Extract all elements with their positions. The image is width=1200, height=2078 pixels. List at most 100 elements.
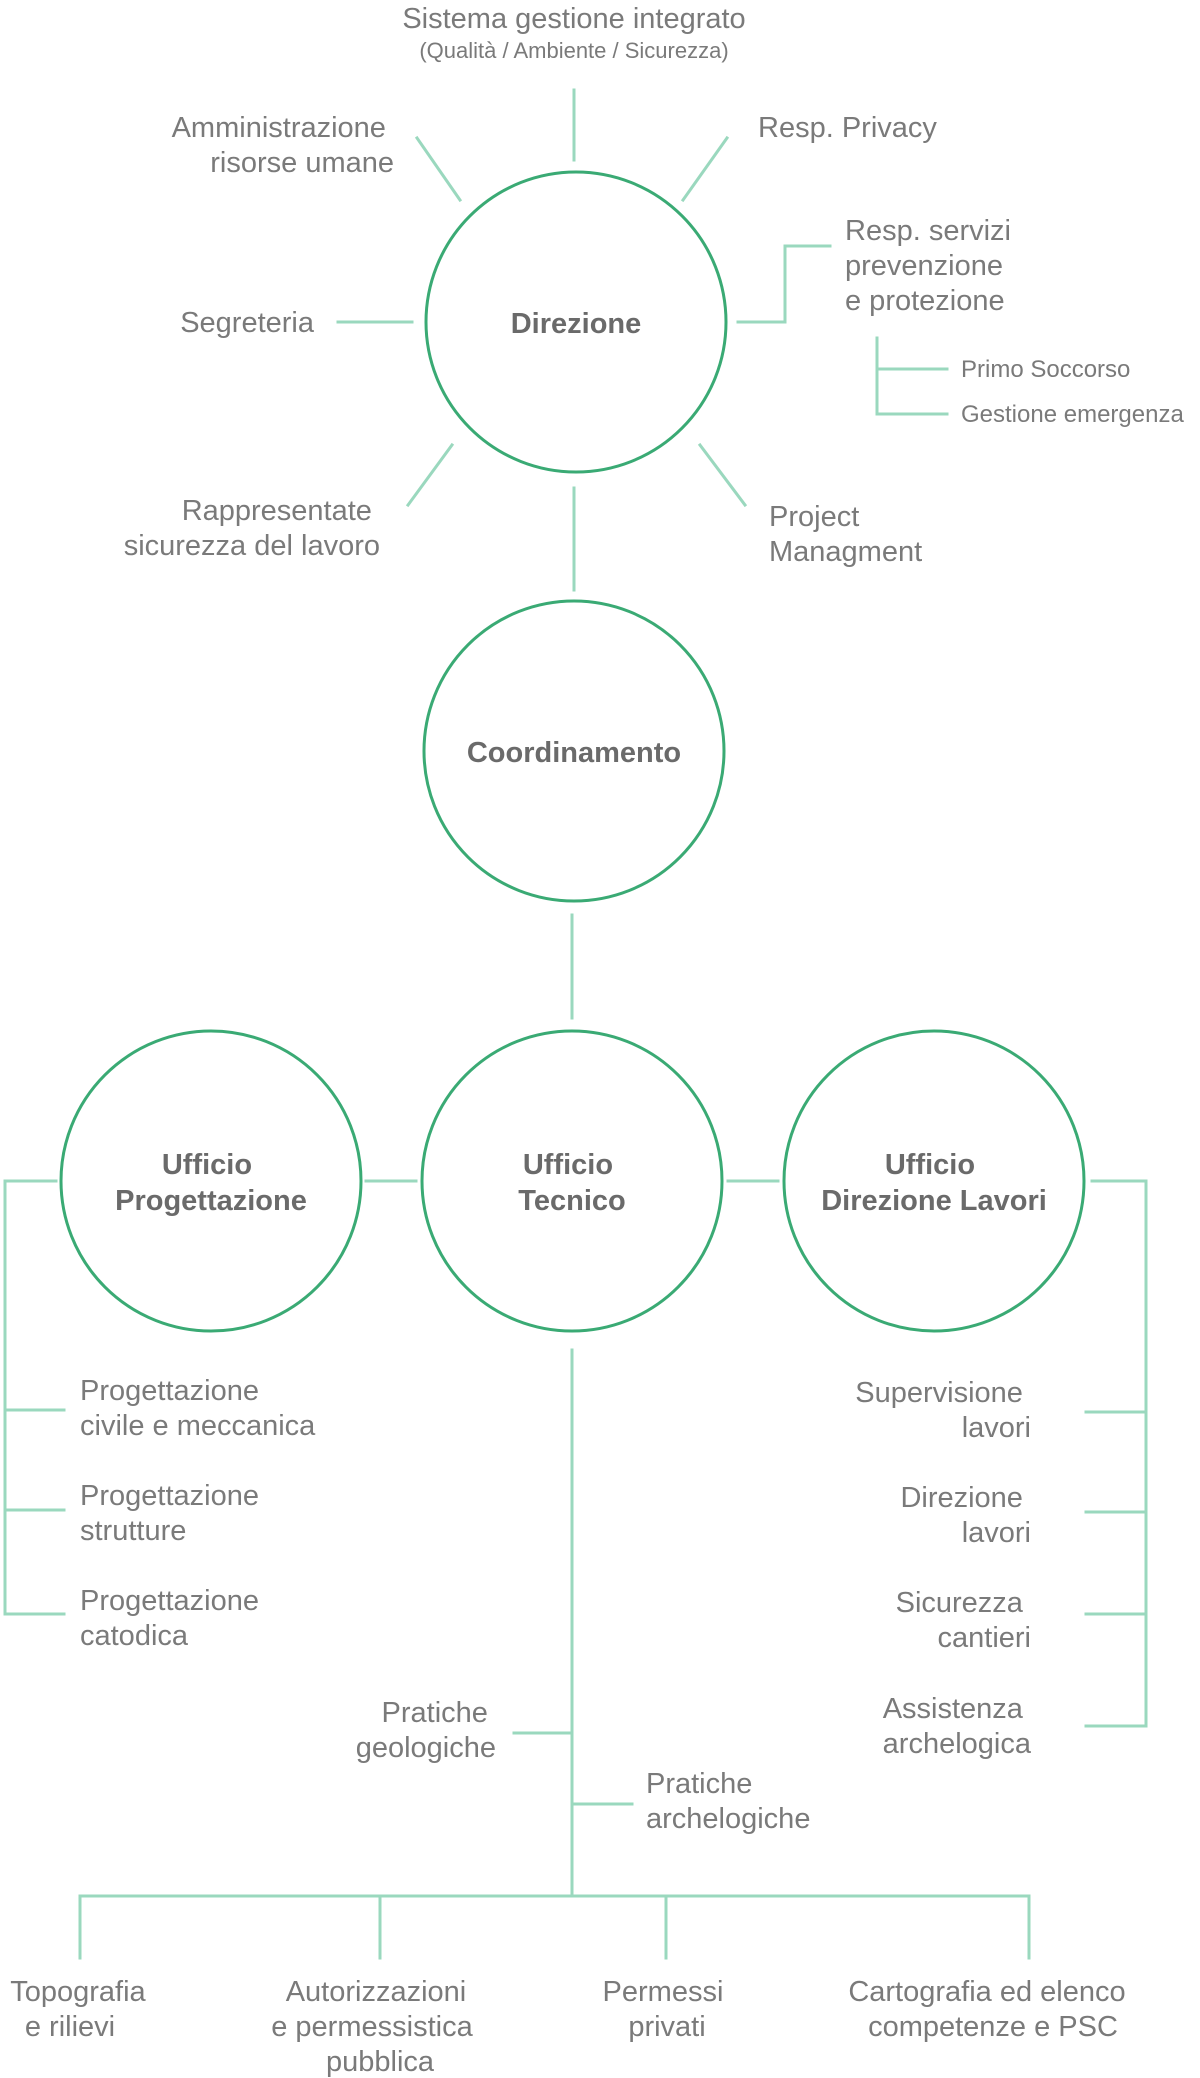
direzione-lavori-item-2: Direzione lavori xyxy=(900,1482,1031,1549)
bottom-item-2-line-1: Autorizzazioni xyxy=(286,1976,467,2008)
node-direzione: Direzione xyxy=(424,170,728,474)
bottom-item-3-line-1: Permessi xyxy=(603,1976,724,2008)
tecnico-circle xyxy=(420,1029,724,1333)
bottom-bar xyxy=(78,1894,1031,1960)
privacy-label-line-1: Resp. Privacy xyxy=(758,112,937,144)
bottom-item-1: Topografia e rilievi xyxy=(10,1976,154,2043)
bottom-item-2: Autorizzazioni e permessistica pubblica xyxy=(271,1976,481,2078)
progettazione-item-2: Progettazione strutture xyxy=(80,1480,267,1547)
node-progettazione: Ufficio Progettazione xyxy=(59,1029,363,1333)
rspp-label-line-1: Resp. servizi xyxy=(845,215,1011,247)
direzione-circle xyxy=(424,170,728,474)
amministrazione-label-line-1: Amministrazione xyxy=(172,112,386,144)
sistema-label-line-1: Sistema gestione integrato xyxy=(402,3,745,35)
tecnico-item-archelogiche-line-2: archelogiche xyxy=(646,1803,810,1835)
rspp-label-line-2: prevenzione xyxy=(845,250,1003,282)
bottom-item-1-line-1: Topografia xyxy=(10,1976,146,2008)
tecnico-item-geologiche: Pratiche geologiche xyxy=(356,1697,496,1764)
tecnico-label: Ufficio Tecnico xyxy=(518,1149,625,1217)
project-label-line-2: Managment xyxy=(769,536,922,568)
progettazione-item-3: Progettazione catodica xyxy=(80,1585,267,1652)
bottom-item-4: Cartografia ed elenco competenze e PSC xyxy=(848,1976,1133,2043)
progettazione-label: Ufficio Progettazione xyxy=(115,1149,307,1217)
progettazione-item-1: Progettazione civile e meccanica xyxy=(80,1375,316,1442)
direzione-lavori-item-1: Supervisione lavori xyxy=(855,1377,1031,1444)
segreteria-label: Segreteria xyxy=(180,307,315,339)
bracket-dl-main xyxy=(1084,1179,1148,1728)
coordinamento-circle xyxy=(422,599,726,903)
progettazione-item-2-line-2: strutture xyxy=(80,1515,186,1547)
project-label: Project Managment xyxy=(769,501,922,568)
progettazione-item-1-line-2: civile e meccanica xyxy=(80,1410,316,1442)
bottom-item-3: Permessi privati xyxy=(603,1976,732,2043)
primo-soccorso-label-line-1: Primo Soccorso xyxy=(961,356,1130,383)
bottom-item-1-line-2: e rilievi xyxy=(25,2011,115,2043)
connector-privacy xyxy=(680,135,730,203)
connector-rspp-sub xyxy=(875,336,949,416)
direzione-lavori-circle xyxy=(782,1029,1086,1333)
progettazione-label-line-1: Ufficio xyxy=(162,1149,252,1181)
node-coordinamento: Coordinamento xyxy=(422,599,726,903)
connector-rspp xyxy=(736,244,832,324)
direzione-lavori-label-line-1: Ufficio xyxy=(885,1149,975,1181)
coordinamento-label-line-1: Coordinamento xyxy=(467,737,681,769)
direzione-label-line-1: Direzione xyxy=(511,308,642,340)
tecnico-item-geologiche-line-1: Pratiche xyxy=(382,1697,488,1729)
direzione-lavori-label: Ufficio Direzione Lavori xyxy=(821,1149,1047,1217)
connector-amministrazione xyxy=(414,135,463,203)
sistema-label: Sistema gestione integrato xyxy=(402,3,745,35)
amministrazione-label: Amministrazione risorse umane xyxy=(172,112,394,179)
direzione-label: Direzione xyxy=(511,308,642,340)
rspp-label-line-3: e protezione xyxy=(845,285,1005,317)
bracket-progettazione-main xyxy=(3,1179,66,1616)
direzione-lavori-item-3: Sicurezza cantieri xyxy=(896,1587,1031,1654)
direzione-lavori-label-line-2: Direzione Lavori xyxy=(821,1185,1047,1217)
emergenza-label: Gestione emergenza xyxy=(961,401,1184,428)
primo-soccorso-label: Primo Soccorso xyxy=(961,356,1130,383)
project-label-line-1: Project xyxy=(769,501,859,533)
bottom-item-4-line-2: competenze e PSC xyxy=(868,2011,1118,2043)
direzione-connectors xyxy=(336,88,949,592)
rspp-label: Resp. servizi prevenzione e protezione xyxy=(845,215,1019,317)
direzione-lavori-item-4-line-2: archelogica xyxy=(883,1728,1032,1760)
direzione-lavori-item-1-line-2: lavori xyxy=(962,1412,1031,1444)
direzione-lavori-item-4: Assistenza archelogica xyxy=(883,1693,1032,1760)
progettazione-item-2-line-1: Progettazione xyxy=(80,1480,259,1512)
direzione-lavori-item-3-line-1: Sicurezza xyxy=(896,1587,1024,1619)
tecnico-label-line-1: Ufficio xyxy=(523,1149,613,1181)
connector-rls xyxy=(405,442,455,508)
direzione-lavori-item-4-line-1: Assistenza xyxy=(883,1693,1024,1725)
bottom-item-4-line-1: Cartografia ed elenco xyxy=(848,1976,1125,2008)
tecnico-tree xyxy=(78,1348,1031,1960)
progettazione-item-1-line-1: Progettazione xyxy=(80,1375,259,1407)
emergenza-label-line-1: Gestione emergenza xyxy=(961,401,1184,428)
tecnico-item-archelogiche-line-1: Pratiche xyxy=(646,1768,752,1800)
segreteria-label-line-1: Segreteria xyxy=(180,307,315,339)
direzione-lavori-item-1-line-1: Supervisione xyxy=(855,1377,1023,1409)
rls-label-line-1: Rappresentate xyxy=(182,495,372,527)
coordinamento-label: Coordinamento xyxy=(467,737,681,769)
tecnico-label-line-2: Tecnico xyxy=(518,1185,625,1217)
rls-label: Rappresentate sicurezza del lavoro xyxy=(124,495,380,562)
tecnico-item-geologiche-line-2: geologiche xyxy=(356,1732,496,1764)
direzione-lavori-bracket xyxy=(1084,1179,1148,1728)
sistema-sublabel: (Qualità / Ambiente / Sicurezza) xyxy=(419,38,728,63)
bottom-item-3-line-2: privati xyxy=(628,2011,705,2043)
privacy-label: Resp. Privacy xyxy=(758,112,937,144)
direzione-lavori-item-2-line-1: Direzione xyxy=(900,1482,1023,1514)
bottom-item-2-line-3: pubblica xyxy=(326,2046,435,2078)
node-direzione-lavori: Ufficio Direzione Lavori xyxy=(782,1029,1086,1333)
progettazione-label-line-2: Progettazione xyxy=(115,1185,307,1217)
direzione-lavori-item-3-line-2: cantieri xyxy=(938,1622,1032,1654)
amministrazione-label-line-2: risorse umane xyxy=(210,147,394,179)
rls-label-line-2: sicurezza del lavoro xyxy=(124,530,380,562)
progettazione-item-3-line-1: Progettazione xyxy=(80,1585,259,1617)
tecnico-item-archelogiche: Pratiche archelogiche xyxy=(646,1768,810,1835)
progettazione-circle xyxy=(59,1029,363,1333)
connector-project xyxy=(697,442,748,508)
bottom-item-2-line-2: e permessistica xyxy=(271,2011,473,2043)
progettazione-item-3-line-2: catodica xyxy=(80,1620,189,1652)
node-tecnico: Ufficio Tecnico xyxy=(420,1029,724,1333)
progettazione-bracket xyxy=(3,1179,66,1616)
